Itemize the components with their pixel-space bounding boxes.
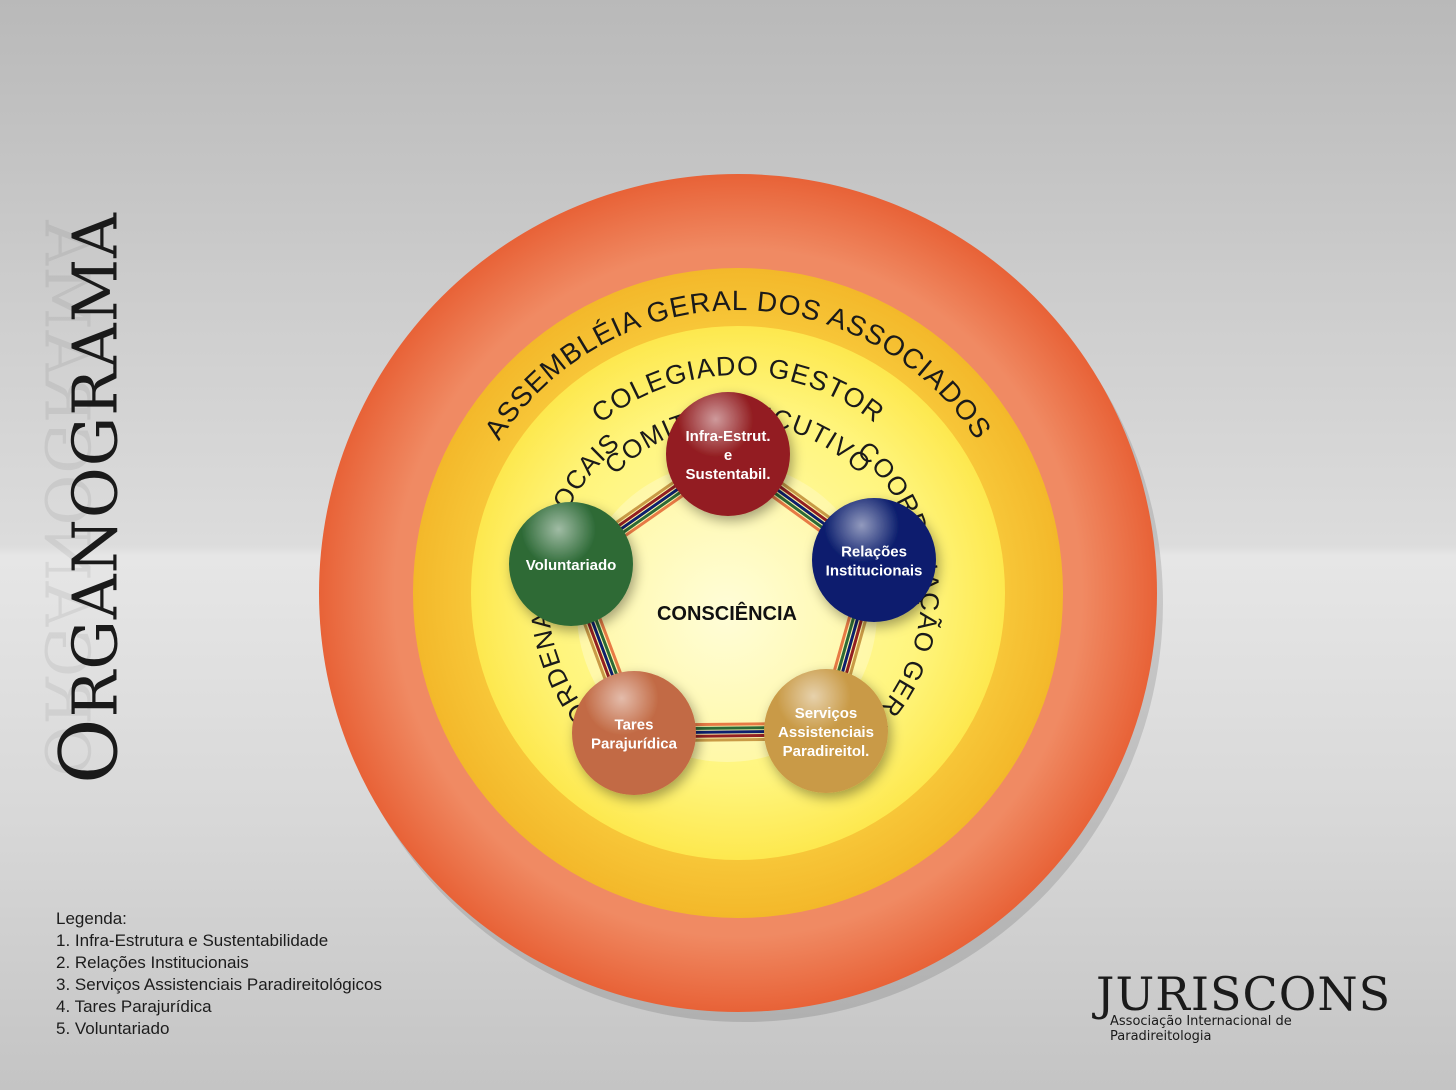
node-shine [509, 502, 633, 626]
node-voluntariado: Voluntariado [509, 502, 633, 626]
legend-item: 2. Relações Institucionais [56, 953, 249, 972]
legend: Legenda: 1. Infra-Estrutura e Sustentabi… [56, 908, 382, 1040]
node-label: Assistenciais [778, 724, 874, 741]
node-shine [812, 498, 936, 622]
logo: JURISCONS Associação Internacional de Pa… [1096, 970, 1396, 1044]
center-label: CONSCIÊNCIA [657, 601, 797, 625]
node-label: Sustentabil. [685, 466, 770, 483]
legend-item: 1. Infra-Estrutura e Sustentabilidade [56, 931, 329, 950]
node-label: Tares [615, 717, 654, 734]
node-label: Relações [841, 544, 907, 561]
legend-heading: Legenda: [56, 909, 127, 928]
node-label: Serviços [795, 705, 858, 722]
logo-tagline: Associação Internacional de Paradireitol… [1110, 1014, 1292, 1044]
node-label: Voluntariado [526, 557, 617, 574]
node-label: e [724, 447, 732, 464]
node-shine [764, 669, 888, 793]
node-label: Infra-Estrut. [685, 428, 770, 445]
legend-item: 4. Tares Parajurídica [56, 997, 212, 1016]
legend-item: 3. Serviços Assistenciais Paradireitológ… [56, 975, 382, 994]
node-shine [666, 392, 790, 516]
node-shine [572, 671, 696, 795]
node-label: Paradireitol. [783, 743, 870, 760]
logo-name: JURISCONS [1096, 967, 1392, 1021]
node-label: Institucionais [826, 563, 923, 580]
legend-item: 5. Voluntariado [56, 1019, 170, 1038]
node-label: Parajurídica [591, 736, 678, 753]
